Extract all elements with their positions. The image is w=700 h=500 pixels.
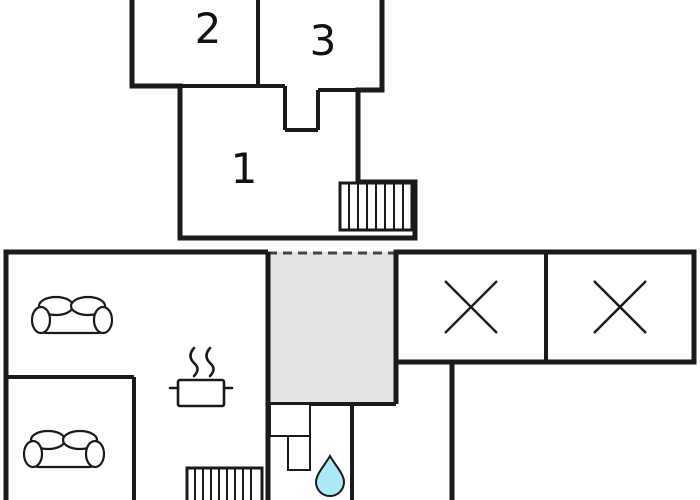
bathroom-steps <box>269 403 311 471</box>
room-label-3: 3 <box>309 16 337 65</box>
upper-floor-inner-walls <box>180 0 358 132</box>
water-drop-icon <box>314 453 346 497</box>
upper-floor-outline <box>129 0 418 241</box>
room-label-1: 1 <box>230 144 258 193</box>
sofa-icon <box>30 295 114 335</box>
cross-icon <box>444 280 498 334</box>
main-floor-plan <box>3 249 697 500</box>
stove-icon <box>168 346 234 408</box>
main-floor-outline-left <box>3 249 268 500</box>
staircase-icon <box>338 181 414 232</box>
staircase-icon <box>185 466 264 500</box>
sofa-icon <box>22 429 106 469</box>
steam-icon <box>189 346 215 378</box>
upper-floor-plan <box>129 0 418 241</box>
room-label-2: 2 <box>194 4 222 53</box>
stairwell-area <box>268 252 396 404</box>
cross-icon <box>593 280 647 334</box>
left-rooms-divider-walls <box>6 375 136 500</box>
